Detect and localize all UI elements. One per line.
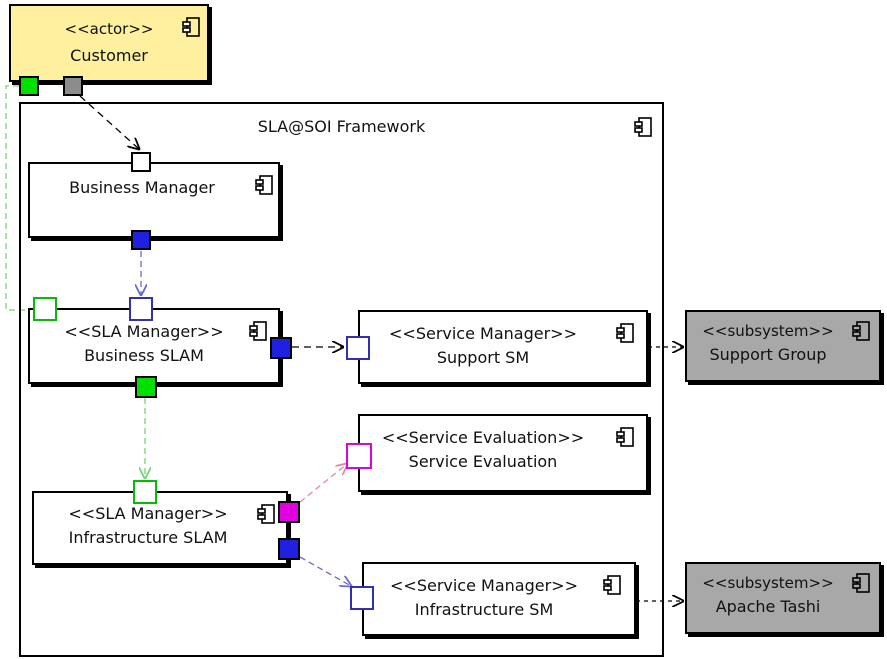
support-sm-stereotype: <<Service Manager>> <box>389 324 577 343</box>
service-evaluation-stereotype: <<Service Evaluation>> <box>381 428 585 447</box>
component-icon <box>255 175 273 195</box>
business-slam-port-blue-top[interactable] <box>129 297 153 321</box>
business-slam-port-blue-right[interactable] <box>270 337 292 359</box>
support-sm-box[interactable]: <<Service Manager>> Support SM <box>358 310 648 384</box>
component-icon <box>182 17 200 37</box>
service-evaluation-name: Service Evaluation <box>408 452 558 471</box>
service-evaluation-box[interactable]: <<Service Evaluation>> Service Evaluatio… <box>358 414 648 492</box>
business-slam-name: Business SLAM <box>84 346 204 365</box>
customer-stereotype: <<actor>> <box>64 20 154 38</box>
connector-infrastructure-slam-service-evaluation <box>299 464 347 503</box>
infrastructure-sm-name: Infrastructure SM <box>414 600 554 619</box>
framework-title: SLA@SOI Framework <box>257 117 426 136</box>
sla-soi-framework-container[interactable]: SLA@SOI Framework <box>19 102 664 657</box>
support-group-name: Support Group <box>709 345 827 364</box>
component-icon <box>616 427 634 447</box>
business-manager-box[interactable]: Business Manager <box>28 162 280 238</box>
business-manager-name: Business Manager <box>69 178 215 197</box>
infrastructure-slam-port-magenta[interactable] <box>278 501 300 523</box>
business-slam-port-green-bottom[interactable] <box>135 376 157 398</box>
component-icon <box>616 323 634 343</box>
customer-actor-box[interactable]: <<actor>> Customer <box>9 4 209 82</box>
infrastructure-slam-box[interactable]: <<SLA Manager>> Infrastructure SLAM <box>32 491 288 565</box>
service-evaluation-port-magenta[interactable] <box>346 443 372 469</box>
business-slam-box[interactable]: <<SLA Manager>> Business SLAM <box>28 308 280 384</box>
business-manager-port-top[interactable] <box>131 152 151 172</box>
infrastructure-slam-port-blue[interactable] <box>278 538 300 560</box>
component-icon <box>852 573 870 593</box>
apache-tashi-subsystem-box[interactable]: <<subsystem>> Apache Tashi <box>685 562 881 634</box>
support-sm-port-blue[interactable] <box>346 336 370 360</box>
apache-tashi-stereotype: <<subsystem>> <box>702 574 834 592</box>
support-sm-name: Support SM <box>436 348 530 367</box>
support-group-subsystem-box[interactable]: <<subsystem>> Support Group <box>685 310 881 382</box>
apache-tashi-name: Apache Tashi <box>715 597 821 616</box>
component-icon <box>634 117 652 137</box>
customer-port-gray[interactable] <box>63 76 83 96</box>
business-manager-port-blue[interactable] <box>131 230 151 250</box>
infrastructure-sm-port-blue[interactable] <box>350 586 374 610</box>
infrastructure-sm-box[interactable]: <<Service Manager>> Infrastructure SM <box>362 562 636 636</box>
business-slam-stereotype: <<SLA Manager>> <box>64 322 224 341</box>
infrastructure-sm-stereotype: <<Service Manager>> <box>390 576 578 595</box>
customer-port-green[interactable] <box>19 76 39 96</box>
business-slam-port-green-left[interactable] <box>33 297 57 321</box>
infrastructure-slam-name: Infrastructure SLAM <box>68 528 228 547</box>
customer-name: Customer <box>70 46 148 65</box>
component-icon <box>852 321 870 341</box>
support-group-stereotype: <<subsystem>> <box>702 322 834 340</box>
infrastructure-slam-port-green-top[interactable] <box>133 480 157 504</box>
component-icon <box>603 575 621 595</box>
component-icon <box>249 321 267 341</box>
connector-customer-business-slam <box>5 85 30 311</box>
component-icon <box>257 504 275 524</box>
connector-customer-business-manager <box>79 95 139 149</box>
infrastructure-slam-stereotype: <<SLA Manager>> <box>68 504 228 523</box>
